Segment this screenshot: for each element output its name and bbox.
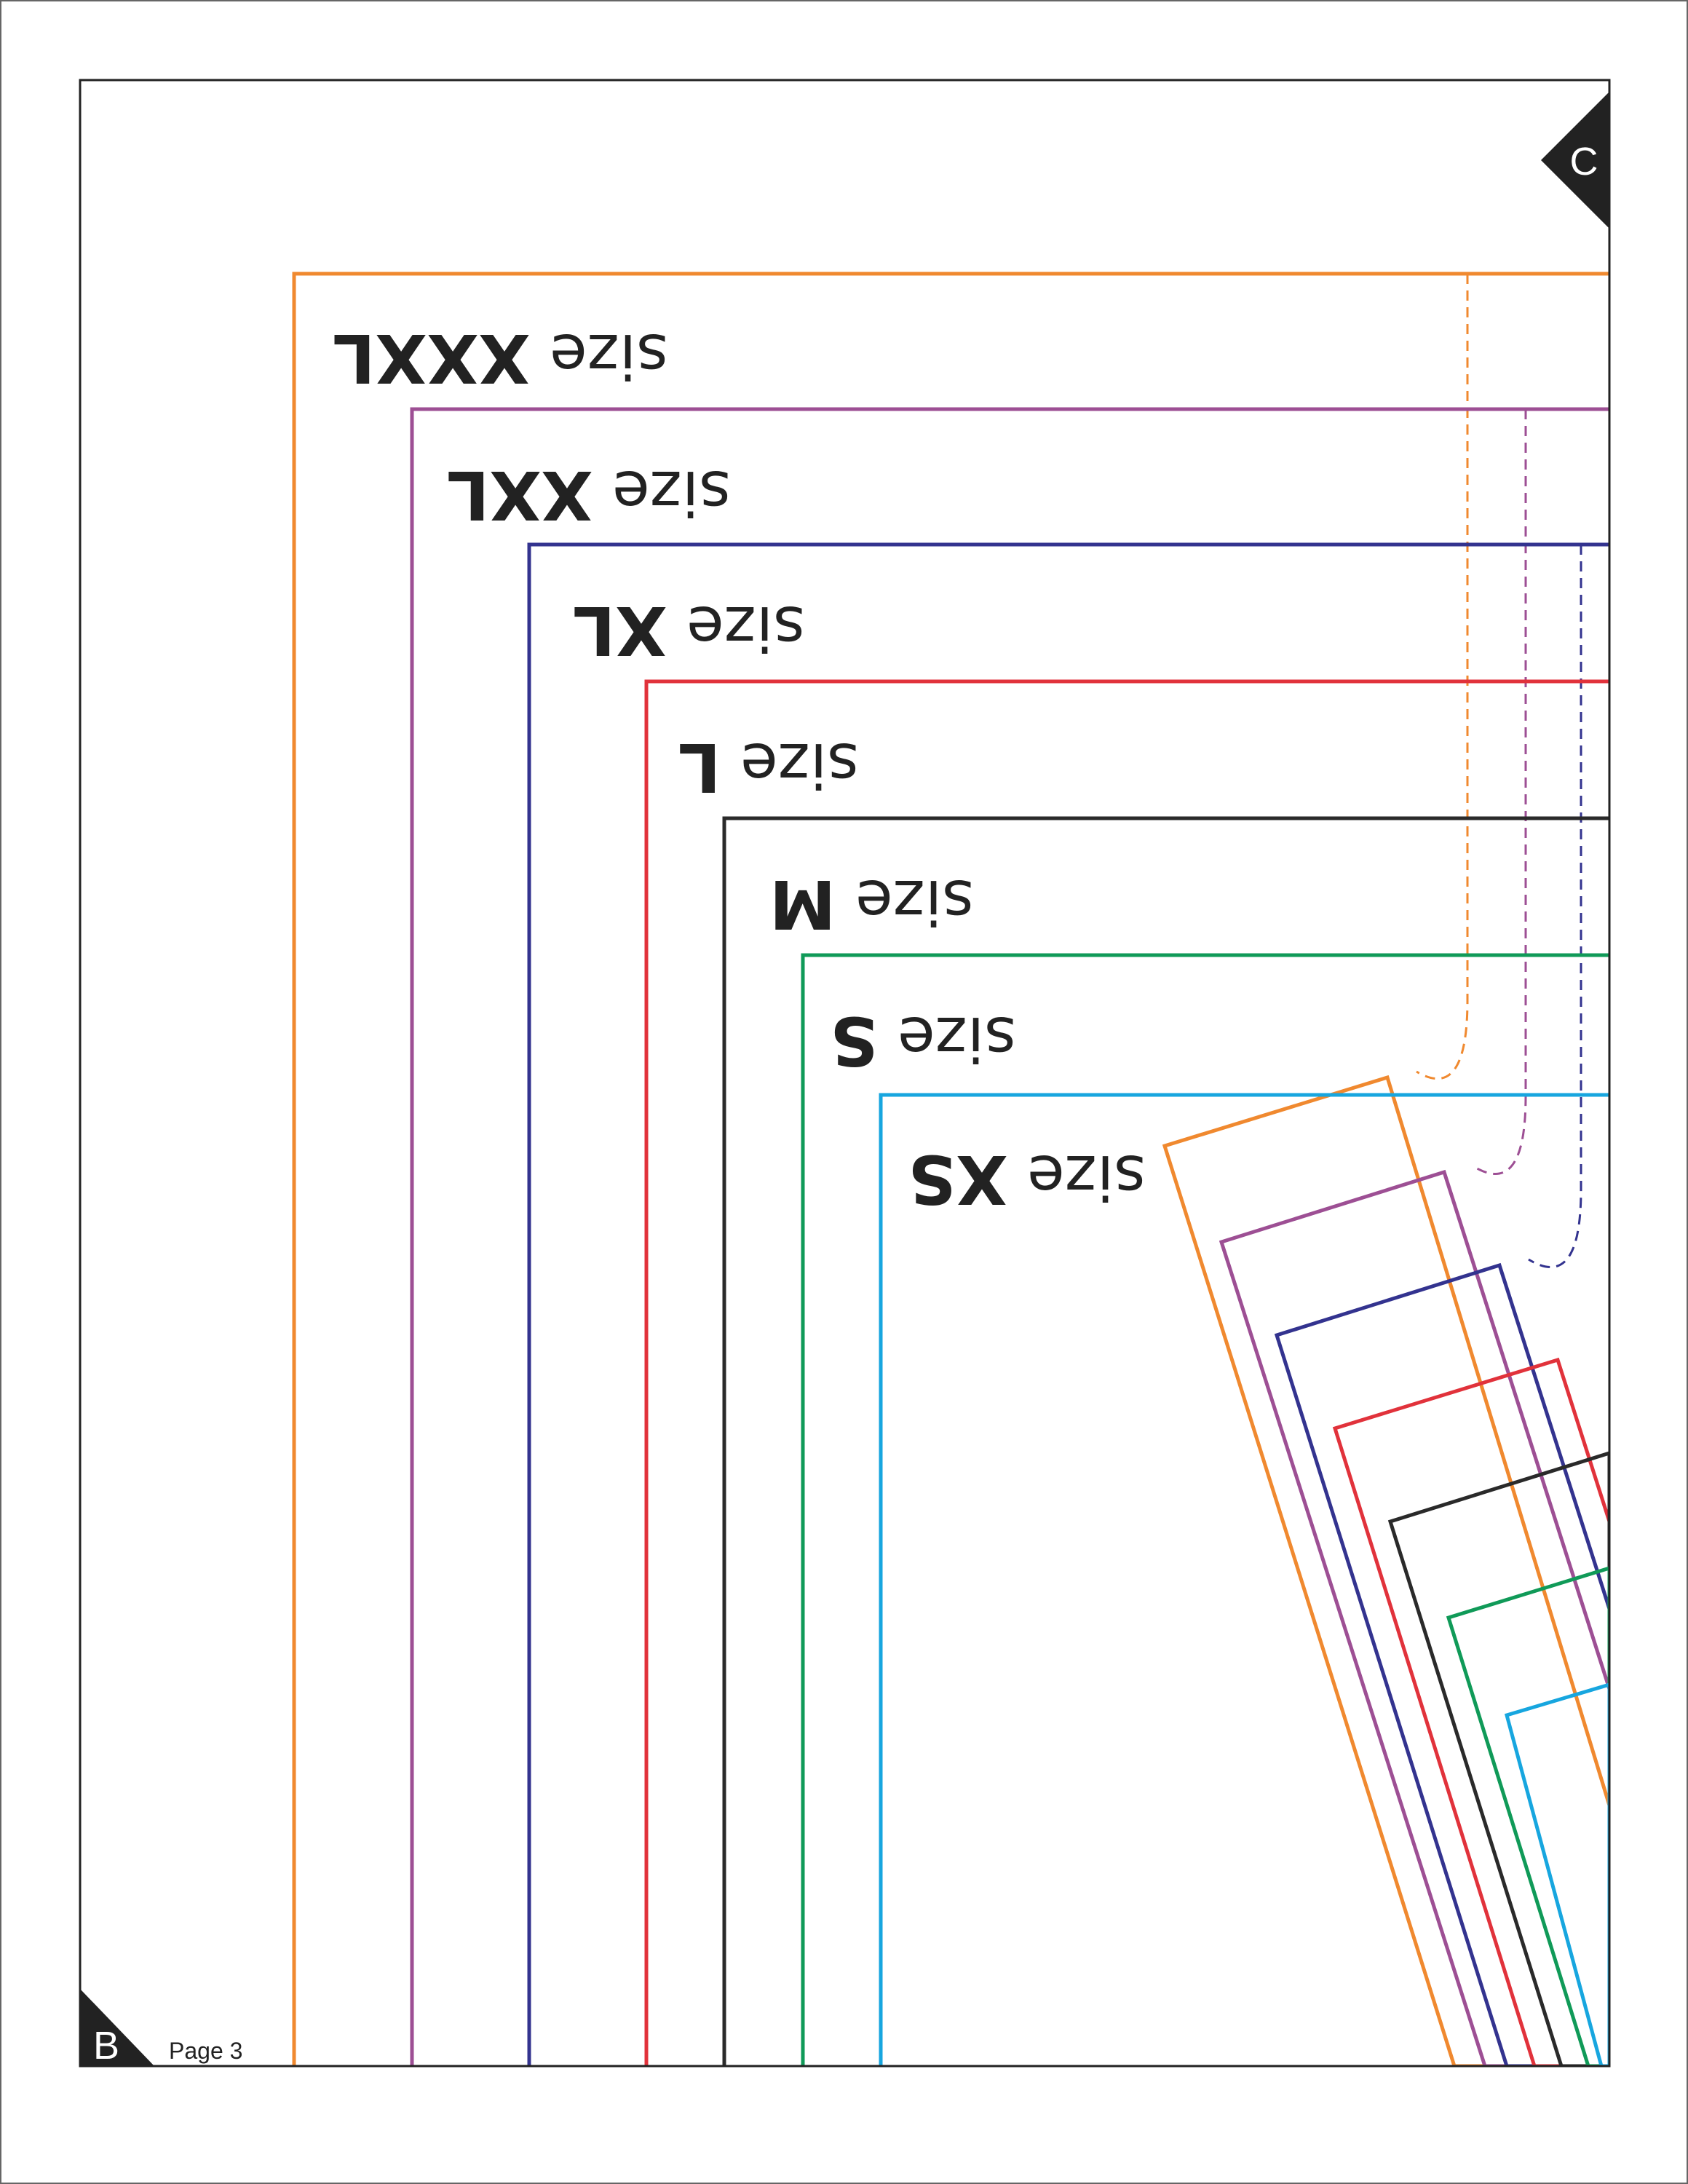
size-label-word: size [721, 729, 859, 801]
size-outline-s: size S [801, 953, 1609, 2066]
size-label-xs: size XS [908, 1140, 1146, 1218]
size-piece-l [1332, 1357, 1609, 2066]
size-outline-m: size M [722, 816, 1609, 2066]
size-frame-xs [879, 1093, 1609, 2066]
size-label-word: size [593, 457, 731, 529]
page-label: Page 3 [169, 2038, 242, 2064]
size-label-word: size [667, 593, 805, 664]
size-label-xxxl: size XXXL [333, 319, 668, 397]
size-label-code: M [769, 865, 836, 943]
size-piece-s [1446, 1566, 1609, 2066]
size-piece-xl [1274, 1262, 1609, 2066]
size-label-code: XXL [447, 456, 593, 534]
size-dash-line-xxl [1473, 409, 1527, 1175]
corner-marker-c-letter: C [1570, 140, 1598, 183]
size-label-word: size [878, 1003, 1016, 1075]
size-label-l: size L [678, 728, 859, 806]
size-piece-xxxl [1162, 1075, 1609, 2066]
corner-marker-b-letter: B [93, 2024, 119, 2068]
size-label-code: XL [573, 591, 667, 669]
size-label-word: size [530, 320, 668, 392]
size-outline-xxxl: size XXXL [292, 272, 1609, 2066]
size-label-m: size M [769, 865, 974, 943]
corner-marker-b: B [80, 1989, 154, 2068]
size-frame-xxl [410, 407, 1609, 2066]
size-outline-l: size L [644, 679, 1609, 2066]
size-dash-line-xl [1528, 545, 1582, 1268]
size-frame-l [644, 679, 1609, 2066]
corner-marker-c: C [1541, 92, 1609, 229]
size-piece-xxl [1219, 1169, 1609, 2066]
size-label-word: size [1007, 1142, 1146, 1213]
size-frame-s [801, 953, 1609, 2066]
size-outline-xs: size XS [879, 1093, 1609, 2066]
size-frame-xl [527, 542, 1609, 2066]
size-label-xxl: size XXL [447, 456, 731, 534]
size-piece-xs [1504, 1682, 1609, 2066]
size-label-code: S [830, 1002, 878, 1080]
print-frame [79, 79, 1611, 2068]
size-piece-m [1387, 1451, 1609, 2066]
corner-marker-c-triangle [1541, 92, 1609, 229]
size-label-code: XS [908, 1140, 1007, 1218]
size-label-word: size [836, 866, 974, 938]
size-label-code: XXXL [333, 319, 530, 397]
size-label-xl: size XL [573, 591, 805, 669]
size-outline-xxl: size XXL [410, 407, 1609, 2066]
corner-marker-b-triangle [80, 1989, 154, 2066]
size-frame-xxxl [292, 272, 1609, 2066]
size-label-code: L [678, 728, 721, 806]
size-frame-m [722, 816, 1609, 2066]
size-dash-line-xxxl [1416, 274, 1469, 1080]
size-outline-xl: size XL [527, 542, 1609, 2066]
size-label-s: size S [830, 1002, 1016, 1080]
